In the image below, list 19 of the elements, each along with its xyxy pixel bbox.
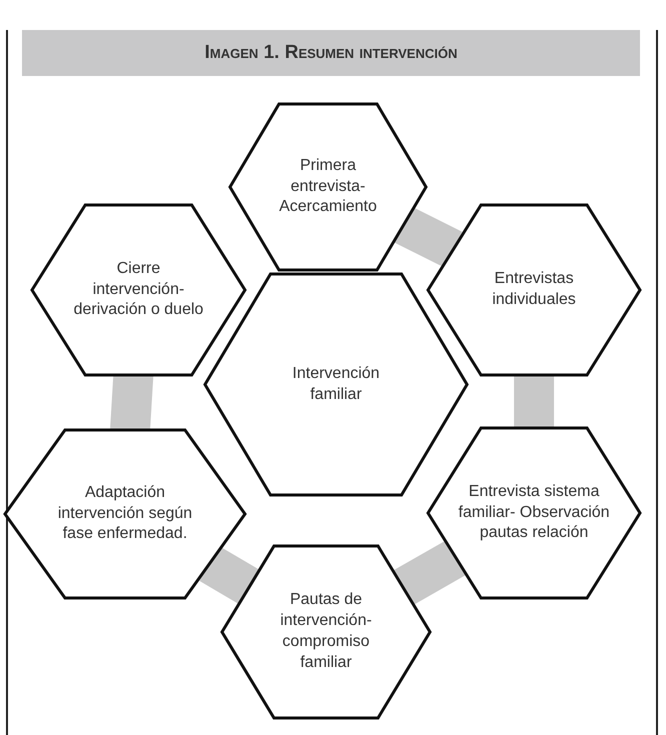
connector-band [199, 546, 260, 604]
connector-band [514, 375, 554, 428]
hexagon-label: Entrevista sistema familiar- Observación pautas relación [457, 482, 611, 544]
hexagon-label: Pautas de intervención- compromiso familiar [279, 590, 373, 673]
hexagon [222, 546, 430, 718]
hexagon [32, 205, 245, 375]
hexagon-label: Entrevistas individuales [491, 269, 577, 310]
hexagon-label: Adaptación intervención según fase enfermedad. [56, 482, 194, 544]
hexagon [230, 104, 426, 270]
hexagon-label: Cierre intervención- derivación o duelo [72, 258, 204, 320]
hexagon-label: Primera entrevista- Acercamiento [278, 156, 378, 218]
title: Imagen 1. Resumen intervención [204, 42, 458, 64]
hexagon [428, 205, 640, 375]
connector-band [394, 206, 462, 268]
hexagon [428, 428, 640, 598]
connector-band [393, 540, 466, 606]
hexagon [5, 430, 245, 598]
hexagon [205, 274, 467, 495]
hexagon-label: Intervención familiar [291, 364, 381, 404]
